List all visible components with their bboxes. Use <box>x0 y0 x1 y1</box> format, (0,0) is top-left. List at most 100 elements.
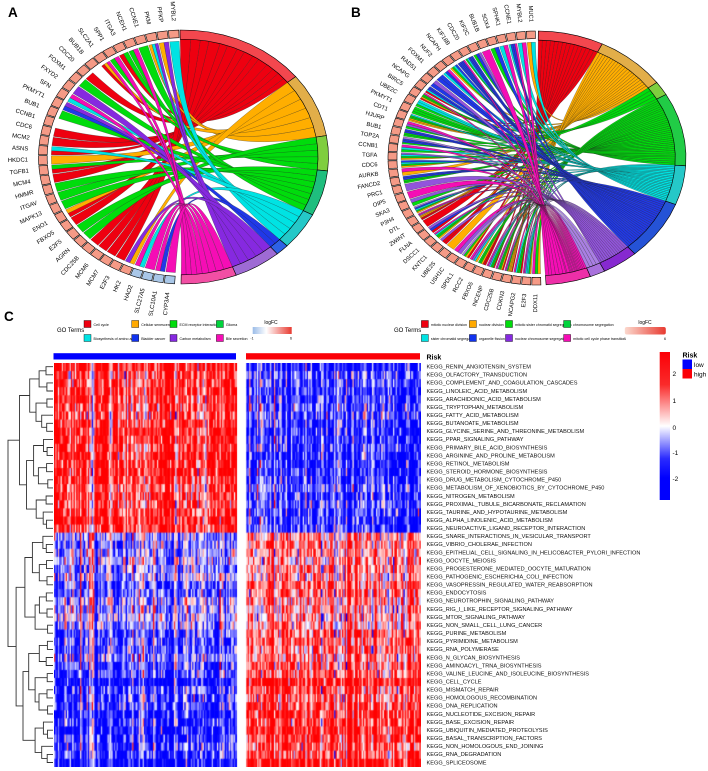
svg-text:SOX4: SOX4 <box>480 13 491 30</box>
svg-text:NCAPG2: NCAPG2 <box>508 292 517 316</box>
svg-text:KEGG_DNA_REPLICATION: KEGG_DNA_REPLICATION <box>427 704 498 710</box>
svg-text:NCEH1: NCEH1 <box>114 11 127 33</box>
svg-text:KIF2C: KIF2C <box>457 20 470 37</box>
svg-text:CDC25B: CDC25B <box>484 288 496 312</box>
svg-text:SLC10A1: SLC10A1 <box>148 290 159 317</box>
svg-text:KEGG_PATHOGENIC_ESCHERICHIA_CO: KEGG_PATHOGENIC_ESCHERICHIA_COLI_INFECTI… <box>427 575 573 581</box>
svg-text:ITGAV: ITGAV <box>20 201 39 213</box>
svg-text:GO Terms: GO Terms <box>57 328 84 334</box>
svg-text:BUB1: BUB1 <box>23 98 40 110</box>
svg-text:AURKB: AURKB <box>358 172 379 180</box>
svg-text:MYBL2: MYBL2 <box>514 3 522 23</box>
svg-text:KEGG_PROGESTERONE_MEDIATED_OOC: KEGG_PROGESTERONE_MEDIATED_OOCYTE_MATURA… <box>427 566 591 572</box>
svg-text:KEGG_RIG_I_LIKE_RECEPTOR_SIGNA: KEGG_RIG_I_LIKE_RECEPTOR_SIGNALING_PATHW… <box>427 607 573 613</box>
svg-text:Carbon metabolism: Carbon metabolism <box>180 337 211 341</box>
svg-text:KEGG_RETINOL_METABOLISM: KEGG_RETINOL_METABOLISM <box>427 461 510 467</box>
svg-text:MUC1: MUC1 <box>527 5 534 22</box>
svg-text:KEGG_VALINE_LEUCINE_AND_ISOLEU: KEGG_VALINE_LEUCINE_AND_ISOLEUCINE_BIOSY… <box>427 671 590 677</box>
svg-text:BUB1: BUB1 <box>366 122 382 131</box>
svg-text:KEGG_NEUROACTIVE_LIGAND_RECEPT: KEGG_NEUROACTIVE_LIGAND_RECEPTOR_INTERAC… <box>427 526 586 532</box>
svg-text:KEGG_OLFACTORY_TRANSDUCTION: KEGG_OLFACTORY_TRANSDUCTION <box>427 373 528 379</box>
svg-text:KEGG_MTOR_SIGNALING_PATHWAY: KEGG_MTOR_SIGNALING_PATHWAY <box>427 615 526 621</box>
svg-text:E2F3: E2F3 <box>521 294 528 308</box>
svg-text:ECM receptor interaction: ECM receptor interaction <box>180 323 220 327</box>
svg-text:Risk: Risk <box>427 355 442 362</box>
svg-text:KEGG_ENDOCYTOSIS: KEGG_ENDOCYTOSIS <box>427 591 487 597</box>
svg-text:mitotic cell cycle phase trans: mitotic cell cycle phase transition <box>573 337 625 341</box>
svg-text:2: 2 <box>673 371 677 378</box>
svg-text:KEGG_NITROGEN_METABOLISM: KEGG_NITROGEN_METABOLISM <box>427 494 516 500</box>
svg-text:FBXO5: FBXO5 <box>462 281 475 301</box>
svg-text:KEGG_LINOLEIC_ACID_METABOLISM: KEGG_LINOLEIC_ACID_METABOLISM <box>427 389 528 395</box>
svg-text:KEGG_RNA_DEGRADATION: KEGG_RNA_DEGRADATION <box>427 752 502 758</box>
svg-text:KEGG_PURINE_METABOLISM: KEGG_PURINE_METABOLISM <box>427 631 507 637</box>
svg-text:KEGG_NUCLEOTIDE_EXCISION_REPAI: KEGG_NUCLEOTIDE_EXCISION_REPAIR <box>427 712 536 718</box>
svg-text:HMMR: HMMR <box>15 190 35 201</box>
svg-text:PFKP: PFKP <box>155 6 163 22</box>
svg-text:nuclear division: nuclear division <box>479 323 504 327</box>
svg-text:KEGG_RENIN_ANGIOTENSIN_SYSTEM: KEGG_RENIN_ANGIOTENSIN_SYSTEM <box>427 365 532 371</box>
svg-text:KEGG_UBIQUITIN_MEDIATED_PROTEO: KEGG_UBIQUITIN_MEDIATED_PROTEOLYSIS <box>427 728 549 734</box>
svg-text:PRC1: PRC1 <box>367 190 383 200</box>
svg-text:ENO1: ENO1 <box>32 220 50 233</box>
svg-text:KEGG_BUTANOATE_METABOLISM: KEGG_BUTANOATE_METABOLISM <box>427 421 519 427</box>
svg-text:KEGG_HOMOLOGOUS_RECOMBINATION: KEGG_HOMOLOGOUS_RECOMBINATION <box>427 696 538 702</box>
svg-text:TOP2A: TOP2A <box>360 131 380 140</box>
svg-text:HKDC1: HKDC1 <box>8 158 29 164</box>
svg-text:KEGG_NEUROTROPHIN_SIGNALING_PA: KEGG_NEUROTROPHIN_SIGNALING_PATHWAY <box>427 599 555 605</box>
svg-text:KEGG_DRUG_METABOLISM_CYTOCHROM: KEGG_DRUG_METABOLISM_CYTOCHROME_P450 <box>427 478 562 484</box>
svg-text:KEGG_VIBRIO_CHOLERAE_INFECTION: KEGG_VIBRIO_CHOLERAE_INFECTION <box>427 542 532 548</box>
svg-text:CDC6: CDC6 <box>362 162 378 169</box>
svg-text:KEGG_VASOPRESSIN_REGULATED_WAT: KEGG_VASOPRESSIN_REGULATED_WATER_REABSOR… <box>427 583 593 589</box>
svg-text:KEGG_ALPHA_LINOLENIC_ACID_META: KEGG_ALPHA_LINOLENIC_ACID_METABOLISM <box>427 518 553 524</box>
svg-text:HAO2: HAO2 <box>124 284 135 302</box>
svg-text:KEGG_SNARE_INTERACTIONS_IN_VES: KEGG_SNARE_INTERACTIONS_IN_VESICULAR_TRA… <box>427 534 592 540</box>
svg-text:Risk: Risk <box>683 353 698 360</box>
svg-text:MCM4: MCM4 <box>13 179 32 188</box>
svg-text:HK2: HK2 <box>113 280 124 294</box>
svg-text:-1: -1 <box>250 337 253 341</box>
svg-text:B: B <box>351 5 361 20</box>
svg-text:DTL: DTL <box>389 224 402 235</box>
svg-text:KEGG_STEROID_HORMONE_BIOSYNTHE: KEGG_STEROID_HORMONE_BIOSYNTHESIS <box>427 470 548 476</box>
svg-text:SPHK1: SPHK1 <box>490 7 500 27</box>
svg-text:KEGG_BASAL_TRANSCRIPTION_FACTO: KEGG_BASAL_TRANSCRIPTION_FACTORS <box>427 736 543 742</box>
svg-text:mitotic sister chromatid segre: mitotic sister chromatid segregation <box>515 323 572 327</box>
svg-text:KEGG_FATTY_ACID_METABOLISM: KEGG_FATTY_ACID_METABOLISM <box>427 413 519 419</box>
svg-text:CDC6: CDC6 <box>15 121 33 131</box>
svg-text:organelle fission: organelle fission <box>479 337 505 341</box>
svg-text:KEGG_CELL_CYCLE: KEGG_CELL_CYCLE <box>427 680 482 686</box>
svg-text:chromosome segregation: chromosome segregation <box>573 323 614 327</box>
svg-text:C: C <box>4 309 14 324</box>
svg-text:A: A <box>8 5 18 20</box>
svg-text:INCENP: INCENP <box>472 285 485 308</box>
svg-text:KEGG_EPITHELIAL_CELL_SIGNALING: KEGG_EPITHELIAL_CELL_SIGNALING_IN_HELICO… <box>427 550 641 556</box>
svg-text:1: 1 <box>673 398 677 405</box>
svg-text:CYP3A4: CYP3A4 <box>163 291 171 315</box>
svg-text:KEGG_METABOLISM_OF_XENOBIOTICS: KEGG_METABOLISM_OF_XENOBIOTICS_BY_CYTOCH… <box>427 486 605 492</box>
svg-text:FANCD2: FANCD2 <box>357 181 381 191</box>
svg-text:logFC: logFC <box>638 320 652 326</box>
svg-text:ITGA3: ITGA3 <box>103 19 116 38</box>
svg-text:KEGG_GLYCINE_SERINE_AND_THREON: KEGG_GLYCINE_SERINE_AND_THREONINE_METABO… <box>427 429 585 435</box>
svg-text:OIP5: OIP5 <box>372 199 386 209</box>
svg-text:KEGG_NON_SMALL_CELL_LUNG_CANCE: KEGG_NON_SMALL_CELL_LUNG_CANCER <box>427 623 543 629</box>
svg-text:KEGG_ARGININE_AND_PROLINE_META: KEGG_ARGININE_AND_PROLINE_METABOLISM <box>427 453 556 459</box>
svg-text:E2F3: E2F3 <box>99 275 111 291</box>
svg-text:KEGG_PPAR_SIGNALING_PATHWAY: KEGG_PPAR_SIGNALING_PATHWAY <box>427 437 524 443</box>
svg-text:MCM6: MCM6 <box>75 262 91 280</box>
svg-text:CCNE1: CCNE1 <box>127 7 139 29</box>
svg-text:AGRN: AGRN <box>55 248 72 264</box>
svg-text:low: low <box>694 362 704 369</box>
svg-text:CDT1: CDT1 <box>372 102 388 113</box>
svg-text:Biosynthesis of amino acids: Biosynthesis of amino acids <box>94 337 139 341</box>
svg-text:KEGG_TAURINE_AND_HYPOTAURINE_M: KEGG_TAURINE_AND_HYPOTAURINE_METABOLISM <box>427 510 568 516</box>
svg-text:KEGG_MISMATCH_REPAIR: KEGG_MISMATCH_REPAIR <box>427 688 499 694</box>
svg-text:KEGG_COMPLEMENT_AND_COAGULATIO: KEGG_COMPLEMENT_AND_COAGULATION_CASCADES <box>427 381 578 387</box>
svg-text:KEGG_ARACHIDONIC_ACID_METABOLI: KEGG_ARACHIDONIC_ACID_METABOLISM <box>427 397 542 403</box>
svg-text:CCNB1: CCNB1 <box>15 108 37 120</box>
svg-text:TGFA: TGFA <box>362 153 377 159</box>
svg-text:KEGG_OOCYTE_MEIOSIS: KEGG_OOCYTE_MEIOSIS <box>427 558 497 564</box>
svg-text:SLC27A5: SLC27A5 <box>134 287 147 314</box>
svg-text:Bladder cancer: Bladder cancer <box>141 337 166 341</box>
